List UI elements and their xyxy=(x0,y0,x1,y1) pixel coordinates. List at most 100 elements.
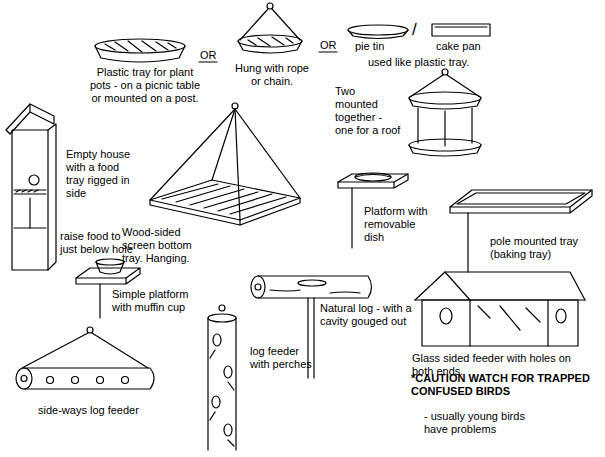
glass-sided-feeder-part xyxy=(547,300,548,346)
two-tray-feeder-part xyxy=(442,69,448,75)
feeder-label: - usually young birds have problems xyxy=(424,410,536,436)
screen-tray-feeder xyxy=(150,103,300,225)
or-underlines xyxy=(199,52,337,62)
screen-tray-feeder-part xyxy=(150,180,300,220)
feeder-label: pole mounted tray (baking tray) xyxy=(490,235,588,261)
dish-platform-feeder-part xyxy=(355,173,391,181)
screen-tray-feeder-part xyxy=(162,184,286,214)
glass-sided-feeder xyxy=(415,272,585,346)
plastic-tray-part xyxy=(95,39,185,53)
empty-house-feeder-part xyxy=(12,130,48,270)
two-tray-feeder-part xyxy=(409,92,481,104)
empty-house-feeder-part xyxy=(48,124,56,270)
vertical-log-feeder-part xyxy=(212,396,220,408)
dish-platform-feeder-part xyxy=(338,174,408,188)
pie-tin-part xyxy=(348,25,408,35)
vertical-log-feeder-part xyxy=(224,424,232,436)
pie-tin-part xyxy=(348,30,408,39)
feeder-label: pie tin xyxy=(355,40,384,53)
vertical-log-feeder-part xyxy=(228,382,234,390)
dish-platform-feeder-part xyxy=(355,175,391,178)
hung-tray-part xyxy=(248,37,293,46)
sideways-log-feeder xyxy=(16,327,154,389)
dish-platform-feeder-part xyxy=(338,174,408,182)
feeder-label: / xyxy=(412,20,417,39)
feeder-label: used like plastic tray. xyxy=(368,56,469,69)
two-tray-feeder-part xyxy=(409,139,481,151)
two-tray-feeder xyxy=(409,69,481,156)
feeder-label: Two mounted together - one for a roof xyxy=(335,85,401,137)
muffin-cup-platform-part xyxy=(99,284,100,318)
feeder-label: Empty house with a food tray rigged in s… xyxy=(66,148,140,200)
two-tray-feeder-part xyxy=(417,108,418,143)
sideways-log-feeder-part xyxy=(22,333,88,368)
muffin-cup-platform-part xyxy=(76,268,140,278)
or-underlines-part xyxy=(199,61,217,62)
two-tray-feeder-part xyxy=(409,145,481,156)
screen-tray-feeder-part xyxy=(235,109,240,220)
empty-house-feeder-part xyxy=(16,190,38,192)
plastic-tray-part xyxy=(95,46,185,62)
feeder-label: *CAUTION WATCH FOR TRAPPED CONFUSED BIRD… xyxy=(411,372,601,398)
muffin-cup-platform-part xyxy=(76,268,140,284)
screen-tray-feeder-part xyxy=(235,109,300,198)
feeder-label: Hung with rope or chain. xyxy=(232,62,312,88)
natural-log-feeder-part xyxy=(255,284,261,290)
cake-pan xyxy=(432,24,490,36)
empty-house-feeder xyxy=(6,104,56,270)
hung-tray-part xyxy=(238,35,302,47)
feeder-label: OR xyxy=(200,49,217,62)
natural-log-feeder-part xyxy=(251,276,265,298)
glass-sided-feeder-part xyxy=(415,272,585,300)
hung-tray-part xyxy=(267,3,273,9)
feeder-label: OR xyxy=(320,39,337,52)
empty-house-feeder-part xyxy=(29,198,30,228)
empty-house-feeder-part xyxy=(14,190,46,194)
feeder-label: Simple platform with muffin cup xyxy=(112,288,208,314)
screen-tray-feeder-part xyxy=(232,103,238,109)
pole-tray-feeder-part xyxy=(450,190,592,213)
natural-log-feeder-part xyxy=(270,290,360,293)
sideways-log-feeder-part xyxy=(72,377,79,384)
screen-tray-feeder-part xyxy=(212,109,235,180)
two-tray-feeder-part xyxy=(444,111,445,146)
vertical-log-feeder-part xyxy=(210,350,215,358)
cake-pan-part xyxy=(432,24,490,36)
vertical-log-feeder-part xyxy=(210,412,215,420)
cake-pan-part xyxy=(435,26,487,27)
feeder-label: Natural log - with a cavity gouged out xyxy=(320,302,412,328)
natural-log-feeder-part xyxy=(313,298,314,378)
vertical-log-feeder-part xyxy=(224,366,232,378)
glass-sided-feeder-part xyxy=(478,306,540,330)
screen-tray-feeder-part xyxy=(239,220,240,225)
sideways-log-feeder-part xyxy=(97,377,104,384)
pole-tray-feeder-part xyxy=(457,193,585,204)
hung-tray xyxy=(238,3,302,53)
sideways-log-feeder-part xyxy=(122,377,129,384)
feeder-label: side-ways log feeder xyxy=(38,404,139,417)
sideways-log-feeder-part xyxy=(47,377,54,384)
natural-log-feeder-part xyxy=(258,276,372,298)
vertical-log-feeder-part xyxy=(228,440,234,446)
empty-house-feeder-part xyxy=(29,104,30,112)
glass-sided-feeder-part xyxy=(440,308,452,324)
glass-sided-feeder-part xyxy=(469,300,470,346)
sideways-log-feeder-part xyxy=(92,333,148,368)
glass-sided-feeder-part xyxy=(556,309,566,323)
two-tray-feeder-part xyxy=(410,75,443,97)
pie-tin xyxy=(348,25,408,39)
empty-house-feeder-part xyxy=(29,175,39,185)
feeder-label: log feeder with perches xyxy=(250,345,320,371)
vertical-log-feeder-part xyxy=(208,314,236,322)
dish-platform-feeder-part xyxy=(351,188,352,248)
two-tray-feeder-part xyxy=(409,98,481,109)
glass-sided-feeder-part xyxy=(422,300,578,346)
sideways-log-feeder-part xyxy=(87,327,93,333)
vertical-log-feeder xyxy=(208,305,236,450)
empty-house-feeder-part xyxy=(14,227,46,228)
natural-log-feeder-part xyxy=(298,280,326,286)
feeder-label: Platform with removable dish xyxy=(364,205,436,244)
sideways-log-feeder-part xyxy=(16,368,32,389)
or-underlines-part xyxy=(319,51,337,52)
